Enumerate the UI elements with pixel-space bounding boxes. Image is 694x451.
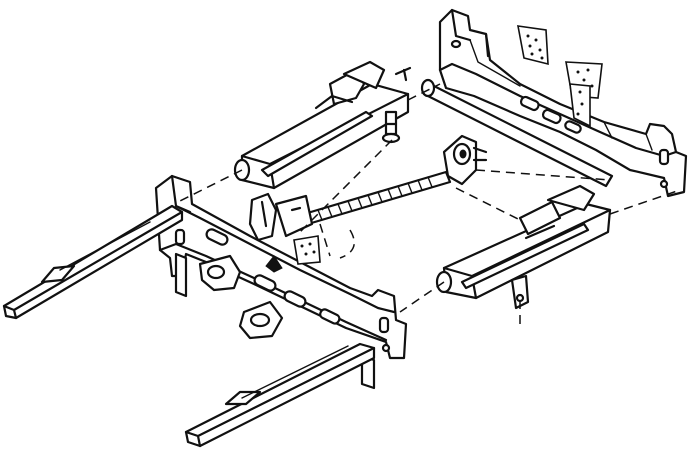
left-front-rail [2,204,184,320]
right-lower-arm [435,184,612,310]
right-front-rail [184,342,376,448]
bell-crank [442,134,488,186]
rear-cross-rod-end [420,78,436,98]
drag-link-rod [274,170,452,238]
assembly-lines [177,83,681,330]
front-cross-member [154,174,408,390]
stipple-dots [526,34,594,116]
left-lower-arm [233,60,412,190]
thread-marks [317,176,433,221]
rear-cross-member [438,8,688,198]
